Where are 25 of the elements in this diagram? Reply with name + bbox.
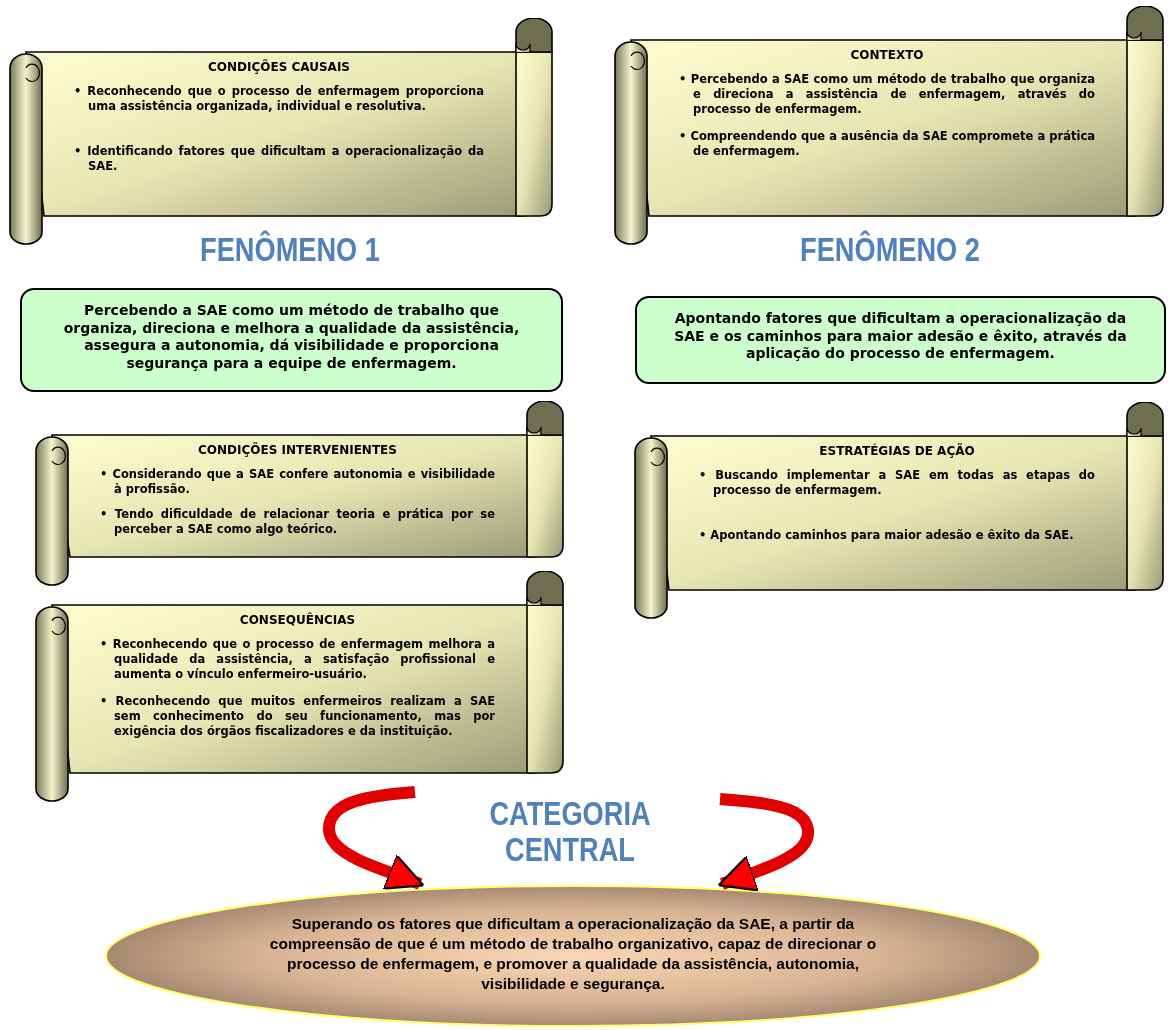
box-text: Percebendo a SAE como um método de trabalho que organiza, direciona e melhora a qualidade da assistência, assegura a autonomia, dá visibilidade e proporciona segurança para a equipe de enfermagem.: [62, 302, 521, 372]
bullet-text: • Apontando caminhos para maior adesão e êxito da SAE.: [699, 527, 1075, 543]
bullet-text: • Buscando implementar a SAE em todas as etapas do processo de enfermagem.: [699, 468, 1095, 498]
section-title: FENÔMENO 2: [799, 232, 981, 268]
phenomenon-box: [20, 288, 563, 392]
box-text: Apontando fatores que dificultam a operacionalização da SAE e os caminhos para maior adesão e êxito, através da aplicação do processo de enfermagem.: [673, 310, 1128, 363]
phenomenon-box: [635, 296, 1166, 384]
scroll-heading: CONTEXTO: [849, 48, 925, 62]
bullet-text: • Reconhecendo que o processo de enfermagem proporciona uma assistência organizada, individual e resolutiva.: [74, 84, 484, 114]
section-title: FENÔMENO 1: [199, 232, 381, 268]
bullet-text: • Tendo dificuldade de relacionar teoria e prática por se perceber a SAE como algo teórico.: [100, 506, 495, 537]
bullet-text: • Reconhecendo que o processo de enfermagem melhora a qualidade da assistência, a satisfação profissional e aumenta o vínculo enfermeiro-usuário.: [100, 637, 495, 682]
curved-arrow: [717, 793, 815, 892]
bullet-text: • Identificando fatores que dificultam a operacionalização da SAE.: [74, 143, 484, 174]
scroll-heading: CONDIÇÕES CAUSAIS: [207, 60, 351, 74]
scroll-heading: CONDIÇÕES INTERVENIENTES: [197, 443, 398, 457]
bullet-text: • Considerando que a SAE confere autonomia e visibilidade à profissão.: [100, 467, 495, 497]
scroll-heading: CONSEQUÊNCIAS: [238, 613, 357, 627]
bullet-text: • Reconhecendo que muitos enfermeiros realizam a SAE sem conhecimento do seu funcionamento, mas por exigência dos órgãos fiscalizadores e da instituição.: [100, 693, 495, 739]
ellipse-text: Superando os fatores que dificultam a operacionalização da SAE, a partir da compreensão de que é um método de trabalho organizativo, capaz de direcionar o processo de enfermagem, e promover a qualidade da assistência, autonomia, visibilidade e segurança.: [268, 914, 878, 995]
bullet-text: • Compreendendo que a ausência da SAE compromete a prática de enfermagem.: [679, 128, 1095, 159]
scroll-heading: ESTRATÉGIAS DE AÇÃO: [818, 444, 976, 458]
bullet-text: • Percebendo a SAE como um método de trabalho que organiza e direciona a assistência de enfermagem, através do processo de enfermagem.: [679, 72, 1095, 117]
curved-arrow: [323, 786, 425, 890]
section-title: CATEGORIA CENTRAL: [488, 796, 652, 868]
